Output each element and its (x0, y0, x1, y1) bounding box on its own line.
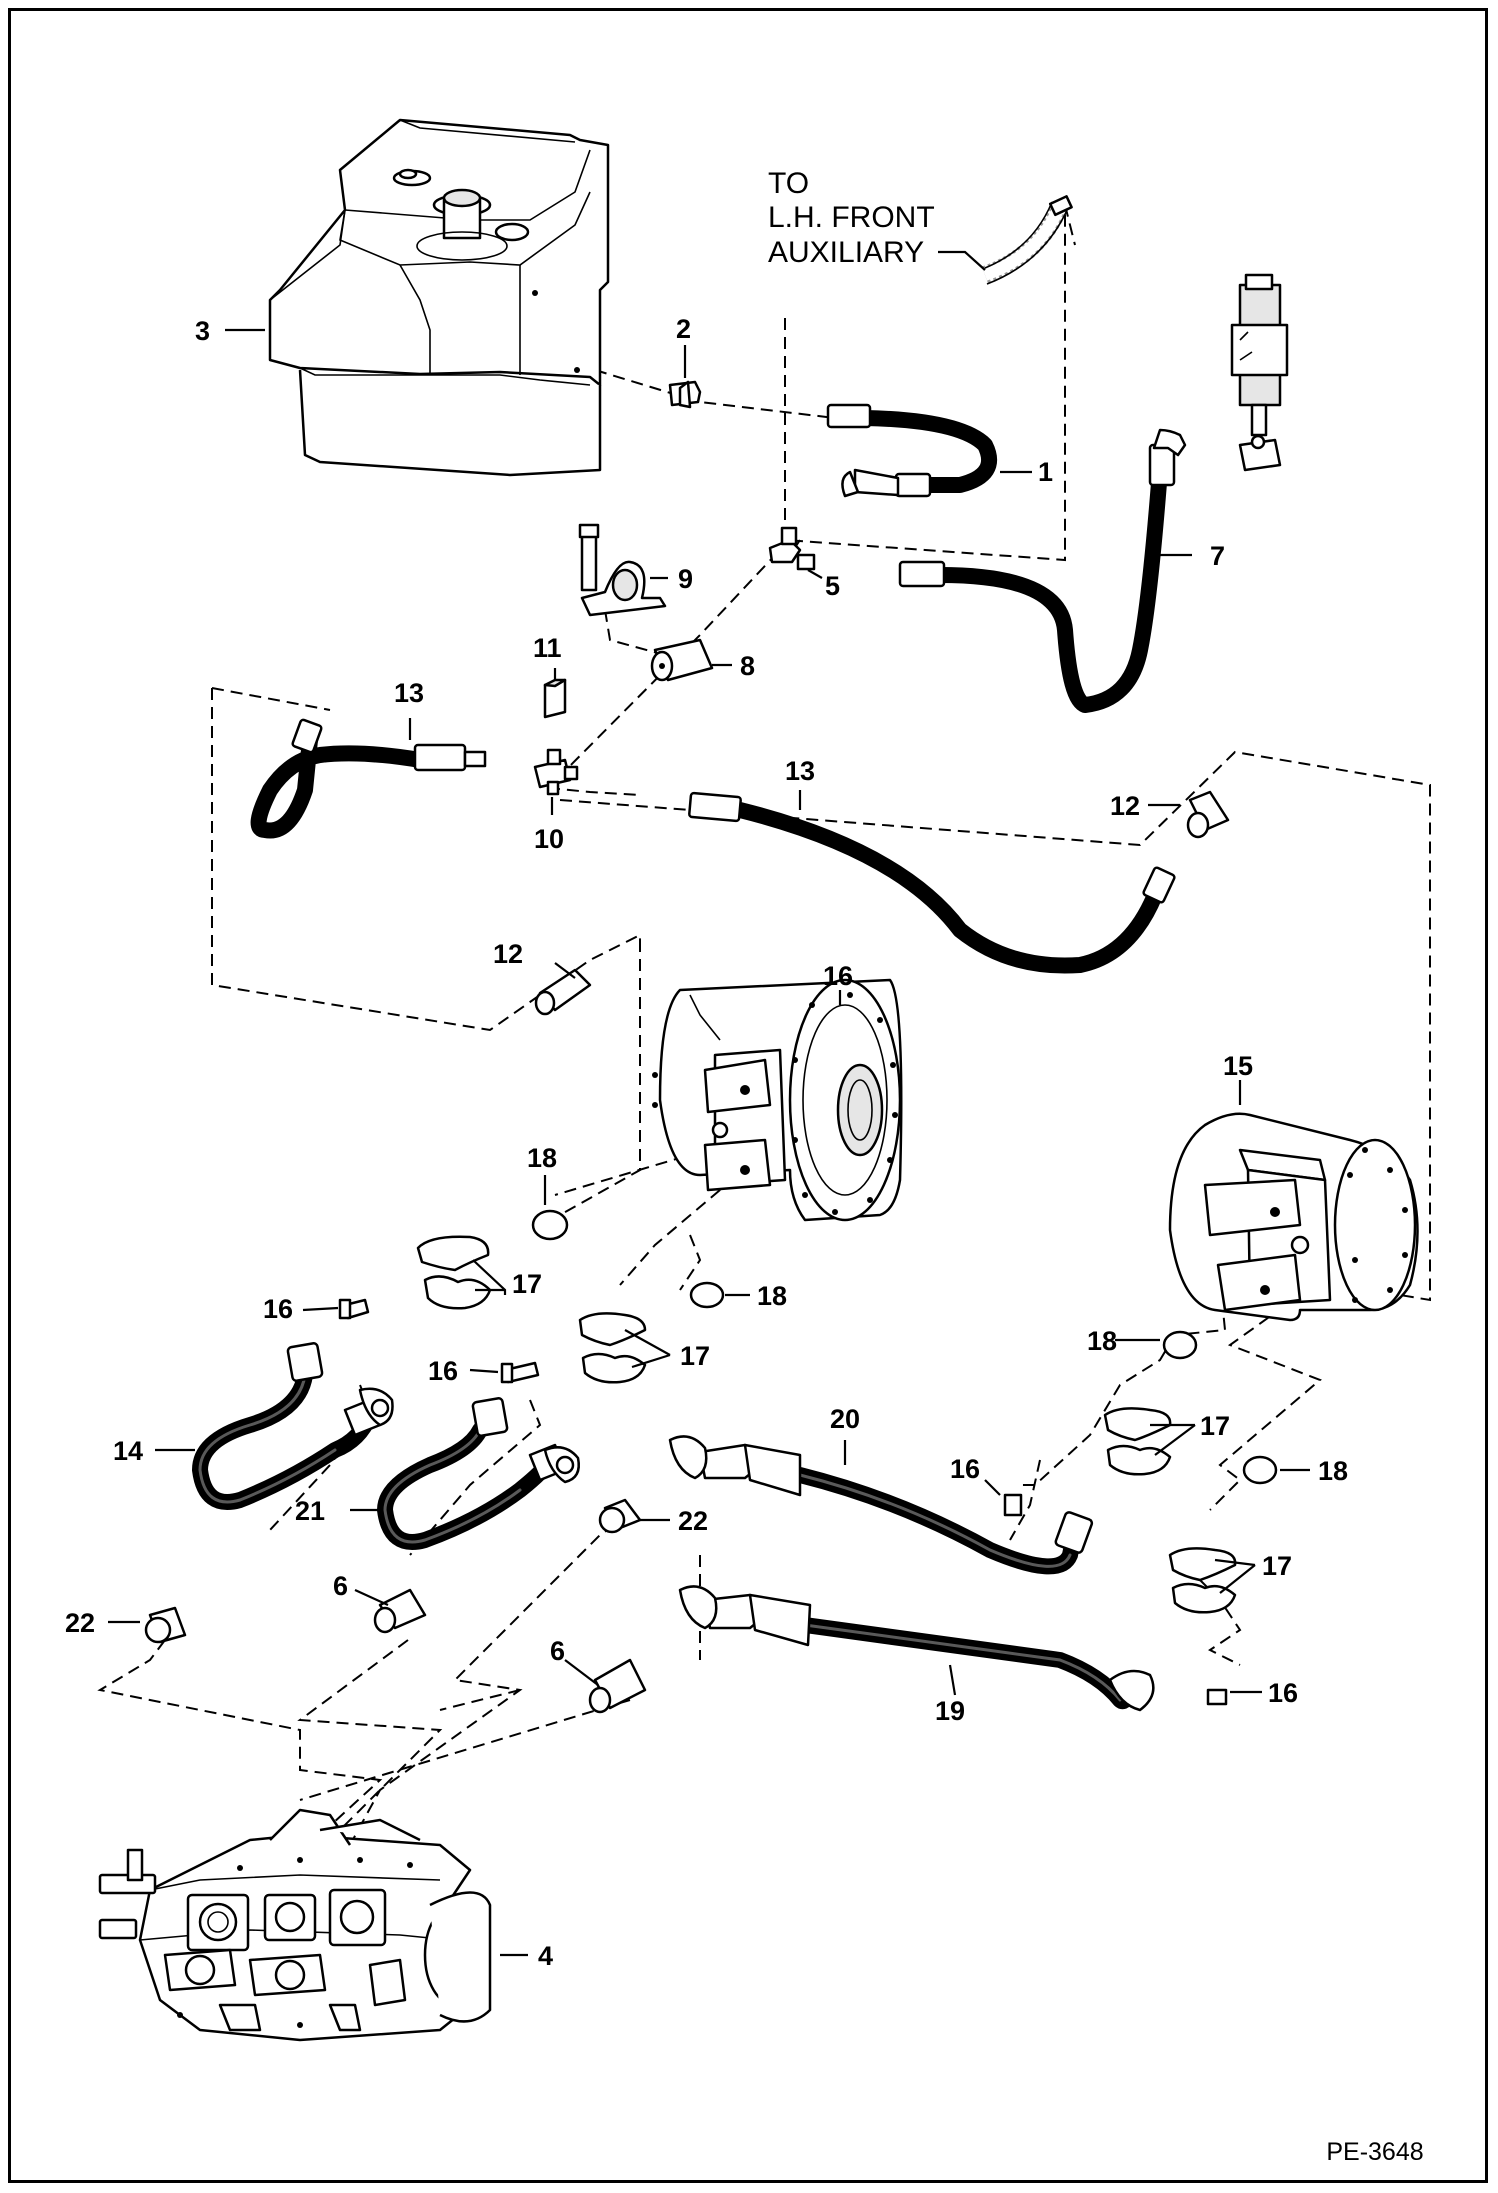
callout-3: 3 (195, 316, 210, 346)
callout-18-a: 18 (527, 1143, 557, 1173)
callout-11: 11 (533, 633, 562, 663)
callout-leaders (108, 250, 1310, 1957)
callout-2: 2 (676, 314, 691, 344)
callout-16-bolt-c: 16 (950, 1454, 980, 1484)
drive-motor-left (652, 978, 903, 1222)
note-line-2: L.H. FRONT (768, 201, 935, 234)
fitting-22-upper (598, 1498, 642, 1534)
callout-5: 5 (825, 571, 840, 601)
callout-17-c: 17 (1200, 1411, 1230, 1441)
motor-right-bolts (1347, 1147, 1408, 1303)
callout-10: 10 (534, 824, 564, 854)
callout-15: 15 (1223, 1051, 1253, 1081)
callout-16-bolt-b: 16 (428, 1356, 458, 1386)
callout-6-lower: 6 (550, 1636, 565, 1666)
callout-12-upper: 12 (1110, 791, 1140, 821)
fitting-22-lower (144, 1606, 187, 1644)
fitting-2 (668, 380, 702, 409)
drive-motor-right (1168, 1112, 1419, 1322)
callout-9: 9 (678, 564, 693, 594)
hose-21 (377, 1397, 580, 1550)
callout-6-upper: 6 (333, 1571, 348, 1601)
callout-21: 21 (295, 1496, 325, 1526)
hose-13-left (250, 718, 487, 839)
hose-7 (898, 428, 1187, 713)
callout-19: 19 (935, 1696, 965, 1726)
callout-14: 14 (113, 1436, 143, 1466)
hydrostatic-pump (98, 1808, 492, 2042)
callout-16-motor: 16 (823, 961, 853, 991)
flange-halves-17 (416, 1235, 1237, 1614)
hose-14 (192, 1342, 394, 1510)
drawing-frame (8, 8, 1488, 2183)
hose-13-right (688, 791, 1176, 974)
hose-20 (668, 1435, 1094, 1575)
callout-numbers: 3 2 1 7 5 9 8 11 10 13 13 12 12 16 15 18… (65, 314, 1348, 1971)
callout-4: 4 (538, 1941, 553, 1971)
callout-22-upper: 22 (678, 1506, 708, 1536)
callout-18-d: 18 (1318, 1456, 1348, 1486)
front-auxiliary-hose-stub (981, 195, 1073, 285)
callout-22-lower: 22 (65, 1608, 95, 1638)
callout-8: 8 (740, 651, 755, 681)
drawing-ref-code: PE-3648 (1326, 2138, 1423, 2166)
callout-18-c: 18 (1087, 1326, 1117, 1356)
nut-11 (543, 678, 567, 719)
callout-13-left: 13 (394, 678, 424, 708)
fitting-12-upper (1186, 790, 1230, 839)
callout-12-lower: 12 (493, 939, 523, 969)
callout-1: 1 (1038, 457, 1053, 487)
callout-7: 7 (1210, 541, 1225, 571)
hose-19 (678, 1585, 1155, 1712)
fitting-12-lower (534, 968, 592, 1016)
routing-note: TO L.H. FRONT AUXILIARY (768, 167, 935, 269)
callout-16-bolt-d: 16 (1268, 1678, 1298, 1708)
fitting-6-lower (588, 1658, 647, 1714)
tee-fitting-5 (768, 526, 816, 571)
callout-18-b: 18 (757, 1281, 787, 1311)
callout-16-bolt-a: 16 (263, 1294, 293, 1324)
note-line-1: TO (768, 167, 809, 200)
motor-left-bolts (792, 992, 898, 1215)
hose-1 (826, 403, 997, 498)
relief-valve-assembly (1230, 273, 1289, 472)
note-line-3: AUXILIARY (768, 236, 924, 269)
callout-17-d: 17 (1262, 1551, 1292, 1581)
clamp-9 (578, 523, 667, 617)
callout-17-b: 17 (680, 1341, 710, 1371)
o-rings-18 (531, 1209, 1278, 1485)
tee-fitting-10 (533, 748, 579, 796)
callout-13-right: 13 (785, 756, 815, 786)
bolts-16 (338, 1298, 1228, 1706)
fitting-6-upper (373, 1588, 427, 1634)
fitting-8 (650, 638, 714, 682)
callout-20: 20 (830, 1404, 860, 1434)
callout-17-a: 17 (512, 1269, 542, 1299)
hydraulic-reservoir (268, 118, 610, 477)
